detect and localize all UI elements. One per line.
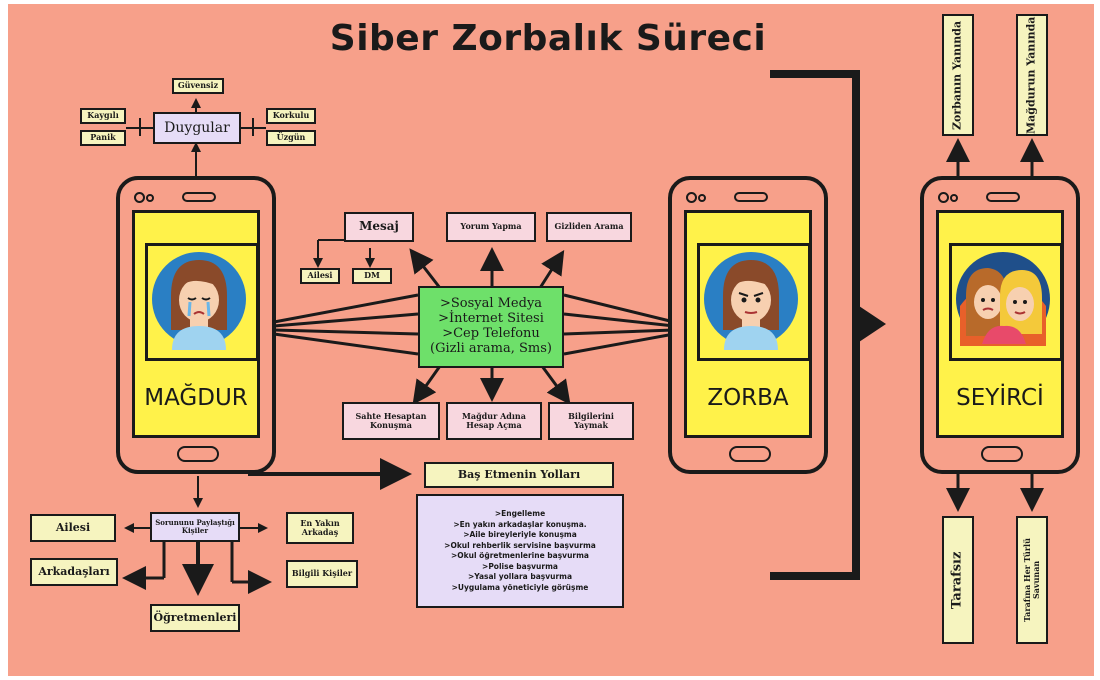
channel-item: >Cep Telefonu	[442, 326, 540, 341]
feeling-insecure: Güvensiz	[172, 78, 224, 94]
crying-girl-icon	[152, 252, 246, 350]
bystander-neutral: Tarafsız	[942, 516, 974, 644]
coping-item: >En yakın arkadaşlar konuşma.	[453, 519, 587, 529]
speaker-icon	[734, 192, 768, 202]
home-button	[729, 446, 771, 462]
sensor-icon	[698, 194, 706, 202]
channel-item: >Sosyal Medya	[439, 296, 543, 312]
channel-item: >İnternet Sitesi	[438, 311, 544, 327]
channels-box: >Sosyal Medya >İnternet Sitesi >Cep Tele…	[418, 286, 564, 368]
method-comment: Yorum Yapma	[446, 212, 536, 242]
sensor-icon	[146, 194, 154, 202]
bully-phone: ZORBA	[668, 176, 828, 474]
method-spread-info: Bilgilerini Yaymak	[548, 402, 634, 440]
bully-role-label: ZORBA	[707, 385, 789, 411]
coping-item: >Yasal yollara başvurma	[467, 572, 573, 581]
method-fake-account-talk: Sahte Hesaptan Konuşma	[342, 402, 440, 440]
feeling-sad: Üzgün	[266, 130, 316, 146]
coping-title: Baş Etmenin Yolları	[424, 462, 614, 488]
speaker-icon	[986, 192, 1020, 202]
bully-avatar-frame	[697, 243, 811, 361]
share-family: Ailesi	[30, 514, 116, 542]
share-friends: Arkadaşları	[30, 558, 118, 586]
method-account-in-victim-name: Mağdur Adına Hesap Açma	[446, 402, 542, 440]
connector-lines	[122, 70, 1044, 596]
coping-item: >Polise başvurma	[482, 561, 558, 571]
coping-item: >Okul öğretmenlerine başvurma	[451, 551, 589, 560]
victim-avatar-frame	[145, 243, 259, 361]
victim-role-label: MAĞDUR	[144, 385, 248, 411]
bystander-side-victim: Mağdurun Yanında	[1016, 14, 1048, 136]
bystander-phone: SEYİRCİ	[920, 176, 1080, 474]
victim-screen: MAĞDUR	[132, 210, 260, 438]
camera-icon	[686, 192, 697, 203]
share-knowledgeable-people: Bilgili Kişiler	[286, 560, 358, 588]
feeling-panic: Panik	[80, 130, 126, 146]
feeling-fearful: Korkulu	[266, 108, 316, 124]
victim-phone: MAĞDUR	[116, 176, 276, 474]
feelings-box: Duygular	[153, 112, 241, 144]
coping-item: >Engelleme	[494, 509, 546, 518]
feelings-label: Duygular	[164, 119, 230, 136]
method-secret-call: Gizliden Arama	[546, 212, 632, 242]
channel-item: (Gizli arama, Sms)	[430, 340, 552, 356]
bystander-side-bully: Zorbanın Yanında	[942, 14, 974, 136]
coping-list: >Engelleme >En yakın arkadaşlar konuşma.…	[416, 494, 624, 608]
share-best-friend: En Yakın Arkadaş	[286, 512, 354, 544]
camera-icon	[134, 192, 145, 203]
coping-item: >Okul rehberlik servisine başvurma	[444, 540, 596, 550]
bystander-role-label: SEYİRCİ	[956, 385, 1044, 411]
mesaj-sub-family: Ailesi	[300, 268, 340, 284]
diagram-canvas: Siber Zorbalık Süreci	[8, 4, 1094, 676]
coping-item: >Uygulama yöneticiyle görüşme	[451, 582, 589, 592]
mesaj-sub-dm: DM	[352, 268, 392, 284]
feeling-anxious: Kaygılı	[80, 108, 126, 124]
coping-item: >Aile bireyleriyle konuşma	[463, 530, 577, 539]
two-girls-icon	[956, 252, 1050, 346]
page-title: Siber Zorbalık Süreci	[329, 18, 767, 59]
home-button	[981, 446, 1023, 462]
angry-girl-icon	[704, 252, 798, 350]
bystander-screen: SEYİRCİ	[936, 210, 1064, 438]
method-mesaj: Mesaj	[344, 212, 414, 242]
speaker-icon	[182, 192, 216, 202]
home-button	[177, 446, 219, 462]
camera-icon	[938, 192, 949, 203]
sensor-icon	[950, 194, 958, 202]
shares-with-box: Sorununu Paylaştığı Kişiler	[150, 512, 240, 542]
bystander-defender: Tarafına Her Türlü Savunan	[1016, 516, 1048, 644]
share-teachers: Öğretmenleri	[150, 604, 240, 632]
bystander-avatar-frame	[949, 243, 1063, 361]
bully-screen: ZORBA	[684, 210, 812, 438]
